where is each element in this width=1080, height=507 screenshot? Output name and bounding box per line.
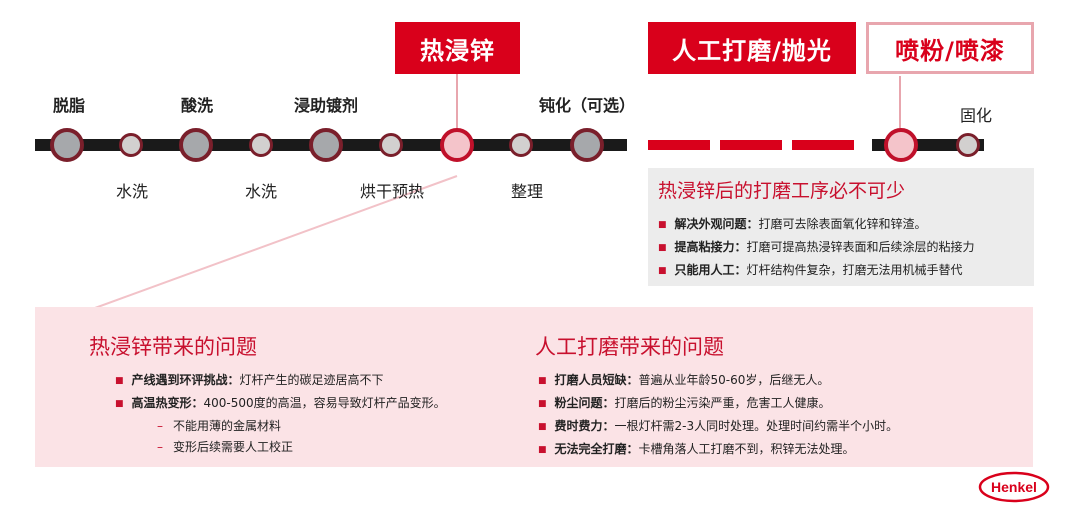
square-bullet-icon: ■ — [538, 422, 547, 432]
timeline-dash-3 — [792, 140, 854, 150]
callout-connector — [83, 175, 458, 313]
info-title: 热浸锌后的打磨工序必不可少 — [658, 180, 906, 202]
node-rinse-2 — [249, 133, 273, 157]
sub-list-item: –不能用薄的金属材料 — [157, 419, 282, 433]
grinding-necessity-box: 热浸锌后的打磨工序必不可少 ■解决外观问题：打磨可去除表面氧化锌和锌渣。 ■提高… — [648, 168, 1034, 286]
manual-problems-list: ■打磨人员短缺：普遍从业年龄50-60岁，后继无人。 ■粉尘问题：打磨后的粉尘污… — [538, 370, 898, 462]
square-bullet-icon: ■ — [538, 399, 547, 409]
square-bullet-icon: ■ — [538, 445, 547, 455]
hot-dip-problems-title: 热浸锌带来的问题 — [89, 335, 257, 359]
list-item: ■高温热变形：400-500度的高温，容易导致灯杆产品变形。 — [115, 396, 446, 410]
square-bullet-icon: ■ — [115, 376, 124, 386]
square-bullet-icon: ■ — [658, 220, 667, 230]
list-item: ■打磨人员短缺：普遍从业年龄50-60岁，后继无人。 — [538, 373, 830, 387]
dash-bullet-icon: – — [157, 419, 163, 433]
svg-text:Henkel: Henkel — [991, 479, 1037, 495]
label-rinse-1: 水洗 — [115, 182, 149, 201]
label-passivation: 钝化（可选） — [538, 96, 636, 115]
sub-list-item: –变形后续需要人工校正 — [157, 440, 294, 454]
timeline-dash-2 — [720, 140, 782, 150]
node-flux — [309, 128, 343, 162]
info-list: ■解决外观问题：打磨可去除表面氧化锌和锌渣。 ■提高粘接力：打磨可提高热浸锌表面… — [658, 214, 975, 283]
problems-panel: 热浸锌带来的问题 ■产线遇到环评挑战：灯杆产生的碳足迹居高不下 ■高温热变形：4… — [35, 307, 1033, 467]
list-item: ■只能用人工：灯杆结构件复杂，打磨无法用机械手替代 — [658, 263, 963, 277]
henkel-logo: Henkel — [978, 471, 1050, 503]
node-passivation — [570, 128, 604, 162]
label-dry-preheat: 烘干预热 — [359, 182, 425, 201]
square-bullet-icon: ■ — [658, 266, 667, 276]
square-bullet-icon: ■ — [115, 399, 124, 409]
square-bullet-icon: ■ — [658, 243, 667, 253]
stage-powder-paint: 喷粉/喷漆 — [866, 22, 1034, 74]
label-rinse-2: 水洗 — [244, 182, 278, 201]
timeline-dash-1 — [648, 140, 710, 150]
list-item: ■产线遇到环评挑战：灯杆产生的碳足迹居高不下 — [115, 373, 384, 387]
label-pickling: 酸洗 — [180, 96, 214, 115]
list-item: ■粉尘问题：打磨后的粉尘污染严重，危害工人健康。 — [538, 396, 831, 410]
node-hot-dip — [440, 128, 474, 162]
square-bullet-icon: ■ — [538, 376, 547, 386]
stage-hot-dip: 热浸锌 — [395, 22, 520, 74]
list-item: ■解决外观问题：打磨可去除表面氧化锌和锌渣。 — [658, 217, 927, 231]
stage-manual-grinding: 人工打磨/抛光 — [648, 22, 856, 74]
label-finishing: 整理 — [510, 182, 544, 201]
label-curing: 固化 — [959, 106, 993, 125]
dash-bullet-icon: – — [157, 440, 163, 454]
node-paint — [884, 128, 918, 162]
list-item: ■提高粘接力：打磨可提高热浸锌表面和后续涂层的粘接力 — [658, 240, 975, 254]
list-item: ■无法完全打磨：卡槽角落人工打磨不到，积锌无法处理。 — [538, 442, 855, 456]
node-dry-preheat — [379, 133, 403, 157]
label-flux: 浸助镀剂 — [293, 96, 359, 115]
label-degrease: 脱脂 — [52, 96, 86, 115]
node-degrease — [50, 128, 84, 162]
manual-problems-title: 人工打磨带来的问题 — [535, 335, 724, 359]
node-pickling — [179, 128, 213, 162]
hot-dip-problems-list: ■产线遇到环评挑战：灯杆产生的碳足迹居高不下 ■高温热变形：400-500度的高… — [115, 370, 446, 458]
node-finishing — [509, 133, 533, 157]
node-rinse-1 — [119, 133, 143, 157]
list-item: ■费时费力：一根灯杆需2-3人同时处理。处理时间约需半个小时。 — [538, 419, 899, 433]
node-curing — [956, 133, 980, 157]
